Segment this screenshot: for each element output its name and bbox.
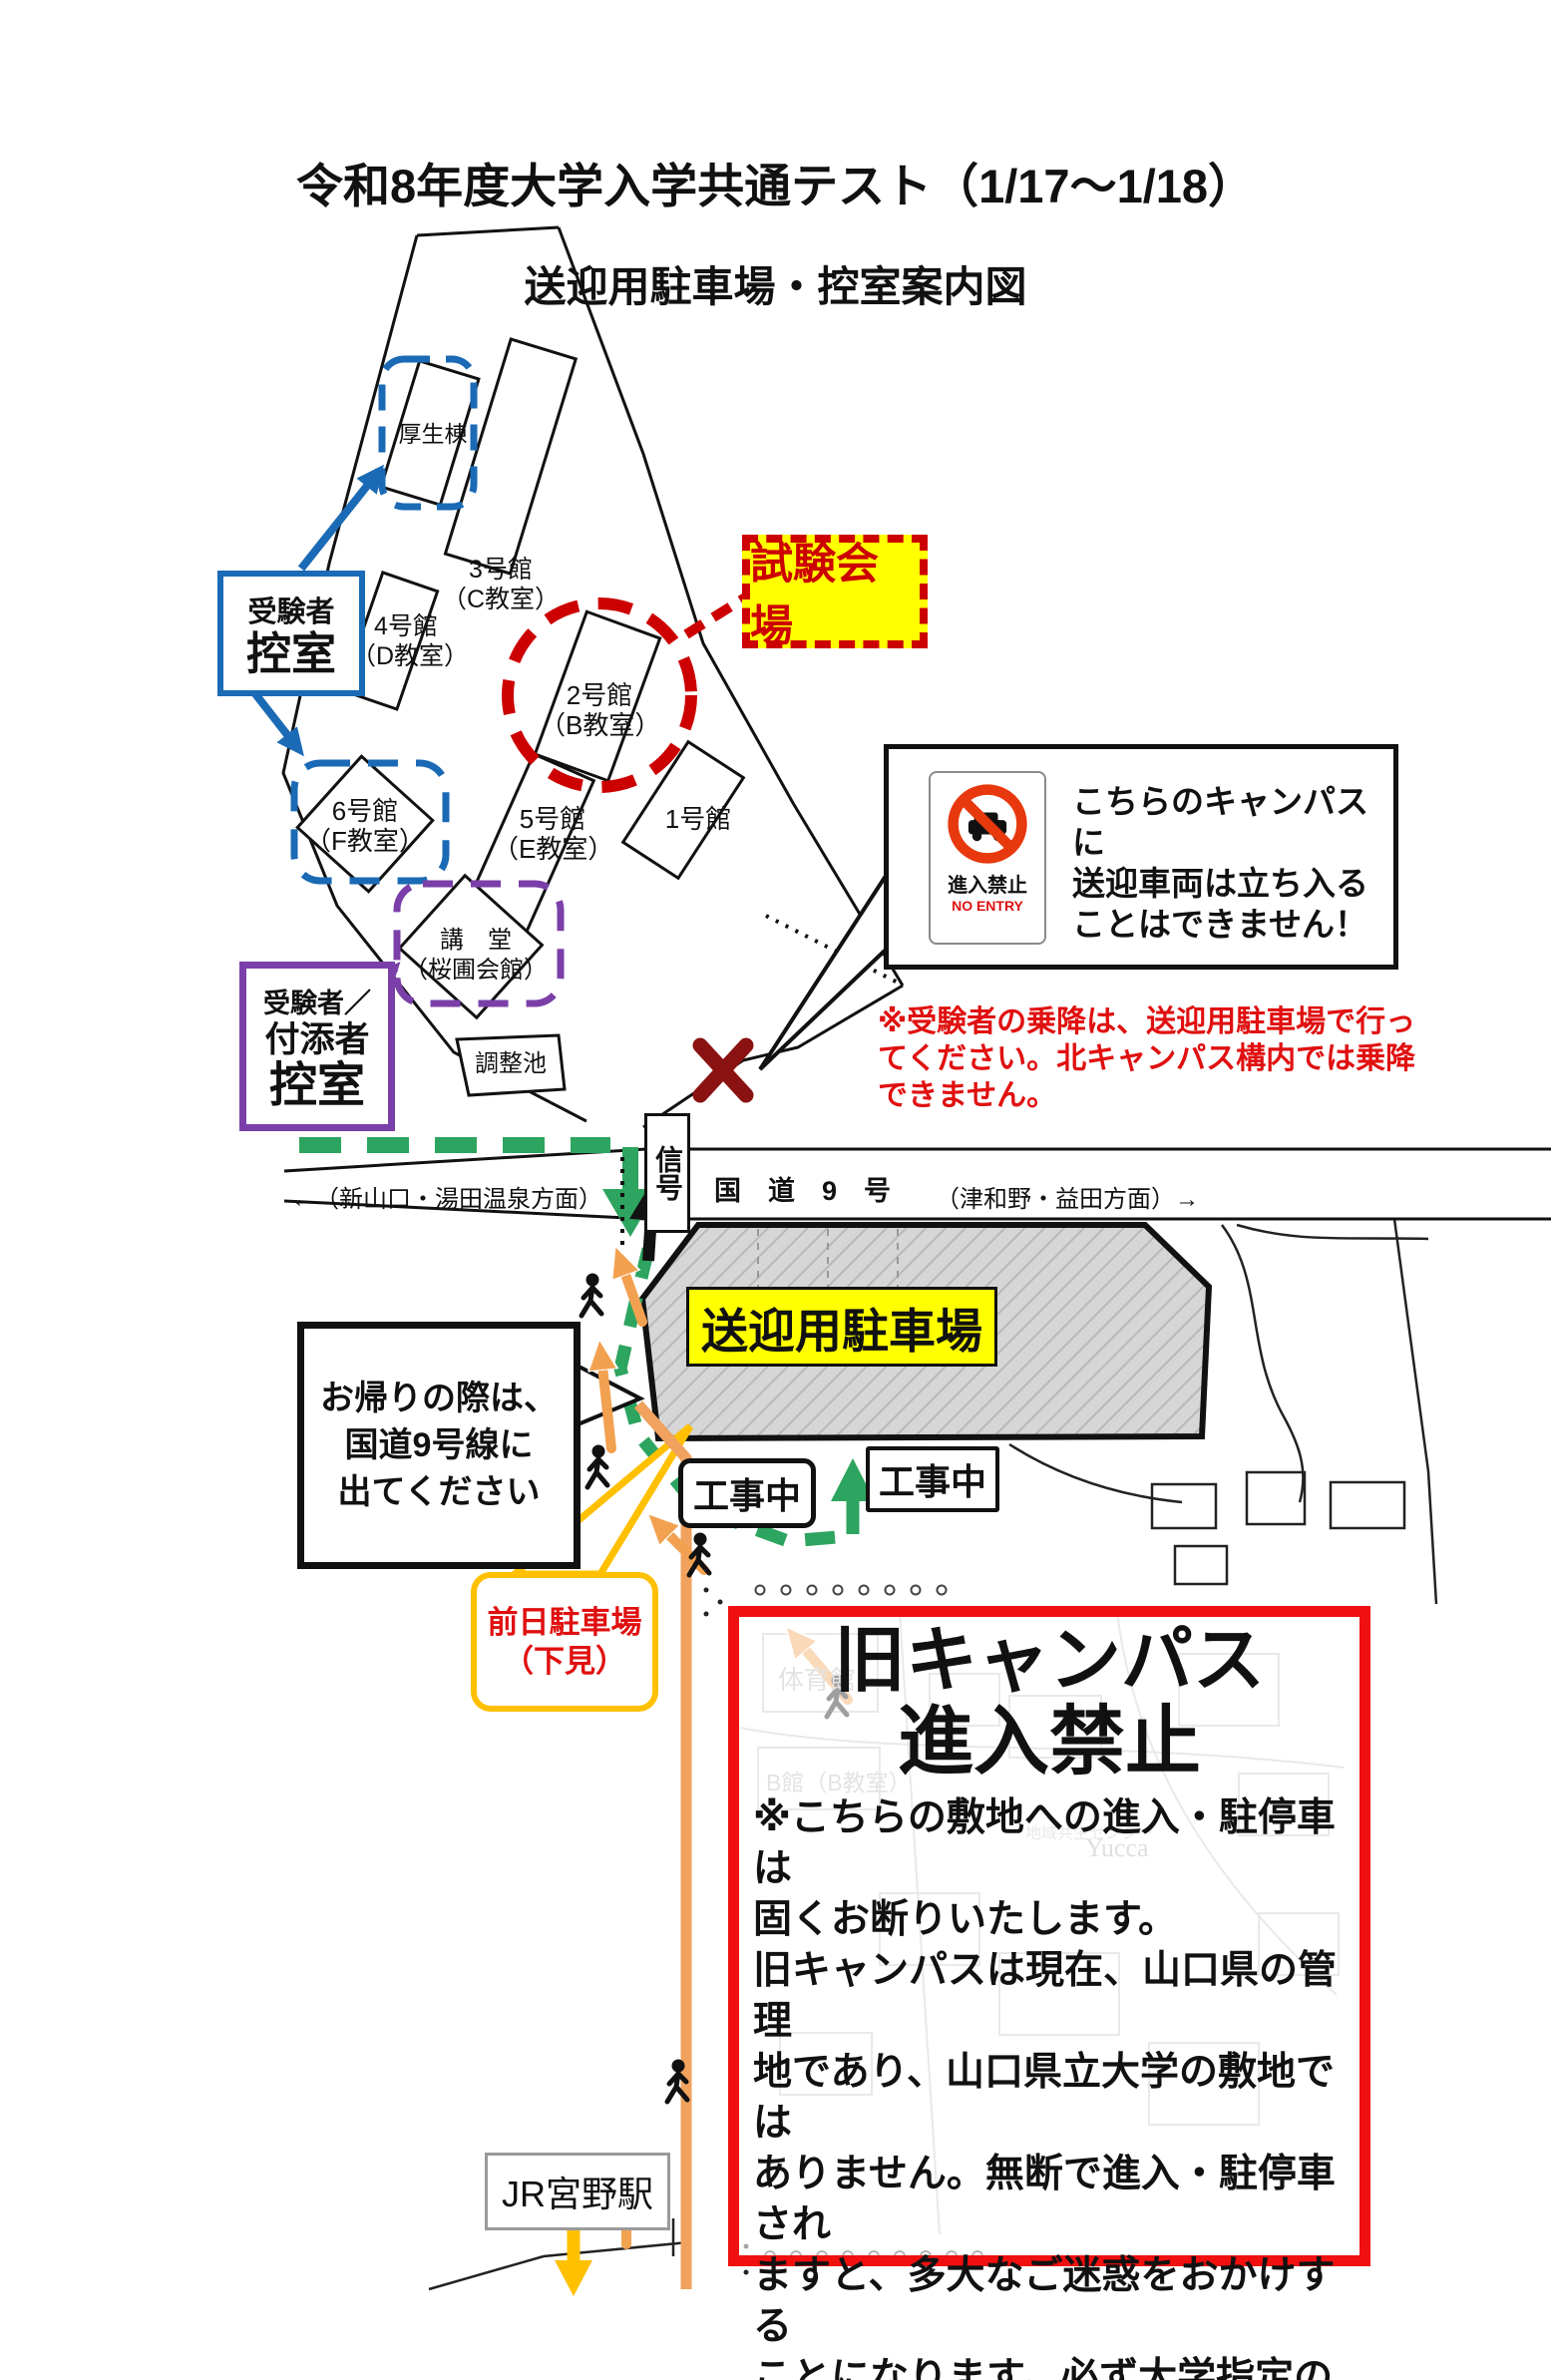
examinee-waiting-room-box: 受験者 控室 <box>217 571 365 696</box>
campus-buildings <box>295 337 746 1097</box>
no-entry-sign-jp: 進入禁止 <box>948 875 1027 897</box>
venue-connector-red-dashed <box>683 590 753 639</box>
boarding-note: ※受験者の乗降は、送迎用駐車場で行っ てください。北キャンパス構内では乗降 でき… <box>878 1005 1416 1112</box>
label-building-2: 2号館（B教室） <box>540 680 661 740</box>
noentry-callout-tail <box>758 869 888 1071</box>
no-entry-x-icon <box>692 1037 754 1103</box>
label-pond: 調整池 <box>475 1050 547 1077</box>
construction-label-right: 工事中 <box>866 1446 999 1512</box>
exam-venue-label: 試験会場 <box>742 535 928 650</box>
no-car-icon <box>948 784 1027 864</box>
return-route-note-box: お帰りの際は、 国道9号線に 出てください <box>297 1322 581 1569</box>
kosei-highlight-blue-dashed <box>378 355 478 511</box>
blue-arrow-to-kosei <box>297 464 384 572</box>
b6-highlight-blue-dashed <box>290 759 450 885</box>
label-kosei: 厚生棟 <box>398 421 468 447</box>
page-title: 令和8年度大学入学共通テスト（1/17～1/18） <box>295 160 1256 212</box>
building-3 <box>443 337 579 576</box>
no-entry-notice-box: 進入禁止 NO ENTRY こちらのキャンパスに 送迎車両は立ち入る ことはでき… <box>884 744 1398 970</box>
venue-highlight-red-circle <box>502 597 697 793</box>
label-building-4: 4号館（D教室） <box>351 612 470 670</box>
kodo-highlight-purple-dashed <box>393 880 565 1007</box>
no-entry-sign-en: NO ENTRY <box>952 898 1023 914</box>
blue-arrow-to-b6 <box>245 683 304 757</box>
previous-day-parking-box: 前日駐車場 （下見） <box>471 1572 658 1712</box>
page-subtitle: 送迎用駐車場・控室案内図 <box>524 263 1027 310</box>
direction-east-label: （津和野・益田方面）→ <box>936 1186 1199 1213</box>
construction-label-left: 工事中 <box>678 1458 816 1528</box>
building-kodo <box>397 873 545 1020</box>
pickup-parking-label: 送迎用駐車場 <box>686 1287 997 1367</box>
old-campus-title: 旧キャンパス <box>833 1621 1265 1701</box>
pond-outline <box>455 1033 567 1097</box>
label-kodo: 講 堂（桜圃会館） <box>404 927 548 984</box>
label-building-1: 1号館 <box>664 804 732 834</box>
station-arrow <box>555 2213 658 2296</box>
old-campus-title2: 進入禁止 <box>898 1700 1201 1785</box>
traffic-signal-label: 信号 <box>644 1113 690 1233</box>
label-building-5: 5号館（E教室） <box>493 804 614 864</box>
label-building-3: 3号館（C教室） <box>441 556 561 613</box>
no-entry-sign: 進入禁止 NO ENTRY <box>929 771 1046 945</box>
no-entry-text: こちらのキャンパスに 送迎車両は立ち入る ことはできません！ <box>1072 783 1368 943</box>
examinee-attendant-waiting-room-box: 受験者／ 付添者 控室 <box>239 962 395 1131</box>
jr-station-label: JR宮野駅 <box>485 2153 670 2230</box>
old-campus-body: ※こちらの敷地への進入・駐停車は 固くお断りいたします。 旧キャンパスは現在、山… <box>753 1796 1338 2380</box>
old-campus-no-entry-box: 旧キャンパス 進入禁止 ※こちらの敷地への進入・駐停車は 固くお断りいたします。… <box>728 1606 1370 2380</box>
direction-west-label: ←（新山口・湯田温泉方面） <box>291 1186 602 1213</box>
building-6 <box>295 754 435 894</box>
route9-label: 国 道 9 号 <box>714 1176 892 1206</box>
building-kosei <box>379 358 481 508</box>
building-1 <box>620 739 746 881</box>
label-building-6: 6号館（F教室） <box>305 796 425 856</box>
building-2 <box>533 609 662 783</box>
